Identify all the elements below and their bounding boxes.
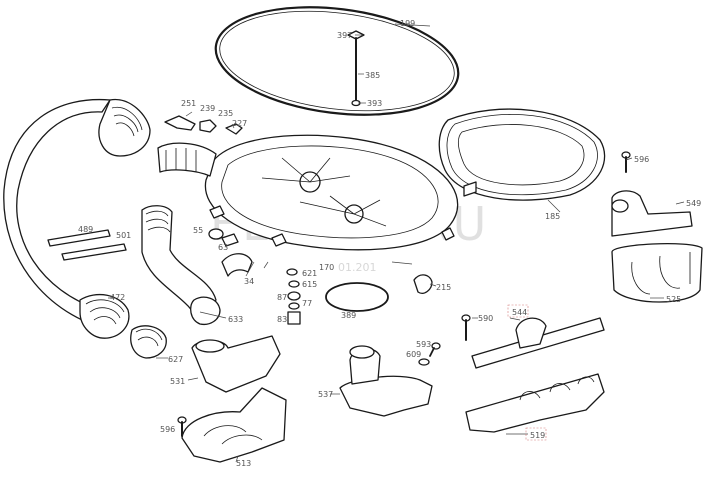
part-590-screw[interactable] xyxy=(461,314,471,341)
part-531-duct-housing[interactable] xyxy=(191,335,281,393)
callout-55[interactable]: 55 xyxy=(193,226,203,235)
callout-489[interactable]: 489 xyxy=(78,225,93,234)
part-472-intake-hose[interactable] xyxy=(3,98,151,339)
callout-537[interactable]: 537 xyxy=(318,390,333,399)
callout-596-right[interactable]: 596 xyxy=(634,155,649,164)
callout-590[interactable]: 590 xyxy=(478,314,493,323)
leader-lines xyxy=(108,23,685,463)
callout-199[interactable]: 199 xyxy=(400,19,415,28)
part-63-sleeve[interactable] xyxy=(221,233,239,247)
callout-615[interactable]: 615 xyxy=(302,280,317,289)
part-55-grommet[interactable] xyxy=(208,228,224,240)
part-627-connector-ring[interactable] xyxy=(130,325,167,359)
callout-393[interactable]: 393 xyxy=(367,99,382,108)
part-519-manifold-cover[interactable] xyxy=(465,373,605,433)
callout-531[interactable]: 531 xyxy=(170,377,185,386)
callout-519-box xyxy=(525,427,547,441)
callout-labels: 199 397 385 393 251 239 235 227 185 596 … xyxy=(78,19,701,468)
part-537-throttle-housing[interactable] xyxy=(339,345,433,417)
part-389-o-ring[interactable] xyxy=(325,282,389,312)
part-215-spring-clip[interactable] xyxy=(413,274,433,294)
callout-525[interactable]: 525 xyxy=(666,295,681,304)
part-596-screw-left[interactable] xyxy=(177,416,187,437)
callout-83[interactable]: 83 xyxy=(277,315,287,324)
callout-544-box xyxy=(507,304,529,318)
part-549-intake-bracket[interactable] xyxy=(611,190,693,237)
callout-397[interactable]: 397 xyxy=(337,31,352,40)
part-34-curved-pipe[interactable] xyxy=(221,253,253,277)
callout-472[interactable]: 472 xyxy=(110,293,125,302)
callout-544[interactable]: 544 xyxy=(512,308,527,317)
callout-593[interactable]: 593 xyxy=(416,340,431,349)
callout-385[interactable]: 385 xyxy=(365,71,380,80)
part-544-bracket-rail[interactable] xyxy=(471,317,605,369)
callout-251[interactable]: 251 xyxy=(181,99,196,108)
callout-501[interactable]: 501 xyxy=(116,231,131,240)
callout-170[interactable]: 170 xyxy=(319,263,334,272)
callout-389[interactable]: 389 xyxy=(341,311,356,320)
callout-549[interactable]: 549 xyxy=(686,199,701,208)
part-385-stud-bolt[interactable] xyxy=(347,30,365,107)
callout-596-left[interactable]: 596 xyxy=(160,425,175,434)
part-633-elbow-hose[interactable] xyxy=(141,205,221,326)
part-83-valve-stack[interactable] xyxy=(286,268,301,325)
part-525-resonator[interactable] xyxy=(611,242,703,303)
callout-77[interactable]: 77 xyxy=(302,299,312,308)
callout-185[interactable]: 185 xyxy=(545,212,560,221)
callout-34[interactable]: 34 xyxy=(244,277,254,286)
part-596-screw-right[interactable] xyxy=(621,151,631,173)
watermark-date: 01.201 xyxy=(338,261,377,274)
callout-627[interactable]: 627 xyxy=(168,355,183,364)
part-609-washer[interactable] xyxy=(418,358,430,366)
callout-633[interactable]: 633 xyxy=(228,315,243,324)
part-199-gasket[interactable] xyxy=(210,0,465,127)
callout-519[interactable]: 519 xyxy=(530,431,545,440)
part-housing-clips[interactable] xyxy=(209,205,455,247)
callout-609[interactable]: 609 xyxy=(406,350,421,359)
callout-215[interactable]: 215 xyxy=(436,283,451,292)
part-185-air-filter-element[interactable] xyxy=(438,108,606,201)
callout-239[interactable]: 239 xyxy=(200,104,215,113)
callout-513[interactable]: 513 xyxy=(236,459,251,468)
callout-63[interactable]: 63 xyxy=(218,243,228,252)
callout-87[interactable]: 87 xyxy=(277,293,287,302)
part-251-hose-fitting[interactable] xyxy=(164,115,243,135)
callout-235[interactable]: 235 xyxy=(218,109,233,118)
part-489-501-clamps[interactable] xyxy=(47,229,127,261)
part-593-screw[interactable] xyxy=(429,342,441,357)
callout-621[interactable]: 621 xyxy=(302,269,317,278)
callout-227[interactable]: 227 xyxy=(232,119,247,128)
part-513-base-housing[interactable] xyxy=(181,387,287,463)
part-air-filter-housing[interactable] xyxy=(157,134,459,251)
